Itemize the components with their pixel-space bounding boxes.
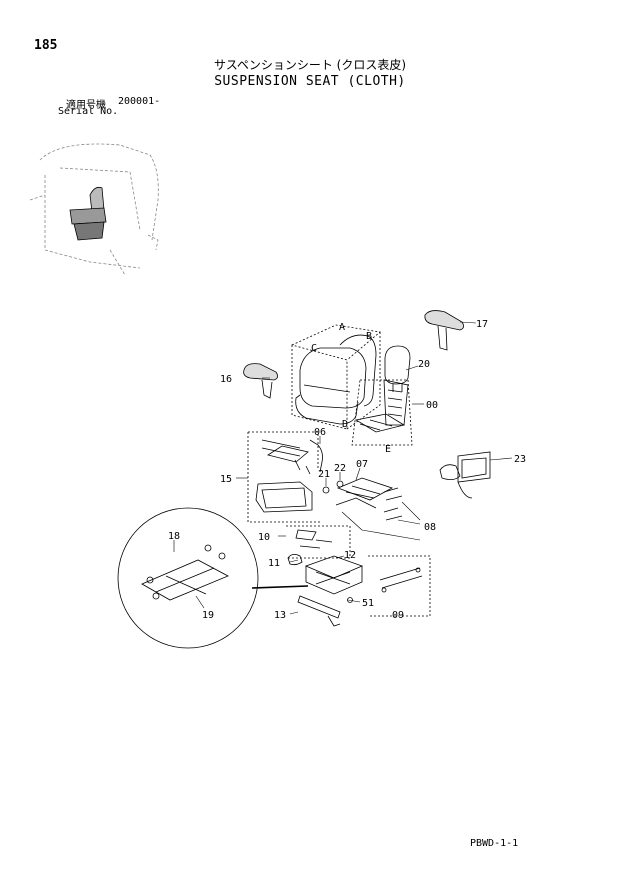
page-number: 185 [34,38,58,53]
suspension-unit [304,555,364,595]
serial-label-japanese: 適用号機 [66,100,106,111]
callout-08: 08 [424,522,436,533]
lever-kit [368,555,431,617]
detail-leader [251,585,309,589]
seat-frame [351,379,413,446]
serial-number-value: 200001- [118,96,161,107]
callout-d: D [342,419,348,430]
machine-cab-thumbnail [29,143,159,276]
mat-with-lever [439,451,491,499]
nut-22 [336,480,344,488]
callout-b: B [366,331,372,342]
callout-19: 19 [202,610,214,621]
callout-20: 20 [418,359,430,370]
bolt-set [383,487,403,521]
knob-11 [287,554,303,566]
document-code: PBWD-1-1 [470,838,519,849]
page-title-japanese: サスペンションシート (クロス表皮) [213,58,407,72]
callout-16: 16 [220,374,232,385]
callout-17: 17 [476,319,488,330]
leader-lines [173,321,513,615]
callout-12: 12 [344,550,356,561]
damper [297,595,341,627]
callout-10: 10 [258,532,270,543]
headrest [384,345,411,392]
callout-a: A [339,322,345,333]
callout-13: 13 [274,610,286,621]
callout-07: 07 [356,459,368,470]
callout-18: 18 [168,531,180,542]
bolt-51 [347,597,353,603]
callout-22: 22 [334,463,346,474]
cab-seat-thumbnail [69,186,107,241]
slide-rail-kit [247,431,320,523]
callout-21: 21 [318,469,330,480]
callout-e: E [385,444,391,455]
callout-06: 06 [314,427,326,438]
washer-21 [322,486,330,494]
suspension-base-plate [335,477,393,509]
callout-11: 11 [268,558,280,569]
callout-23: 23 [514,454,526,465]
callout-09: 09 [392,610,404,621]
callout-51: 51 [362,598,374,609]
callout-c: C [311,343,317,354]
serial-label-english: Serial No. [58,106,119,117]
callout-labels: A B C D E 17 16 20 00 06 15 23 22 07 21 … [168,319,526,621]
lever-cable [309,439,323,473]
callout-15: 15 [220,474,232,485]
bracket-kit [286,525,351,559]
armrest-left [243,363,278,399]
armrest-right [424,310,464,351]
detail-view-circle [117,507,259,649]
page-title-english: SUSPENSION SEAT (CLOTH) [214,74,406,89]
callout-00: 00 [426,400,438,411]
